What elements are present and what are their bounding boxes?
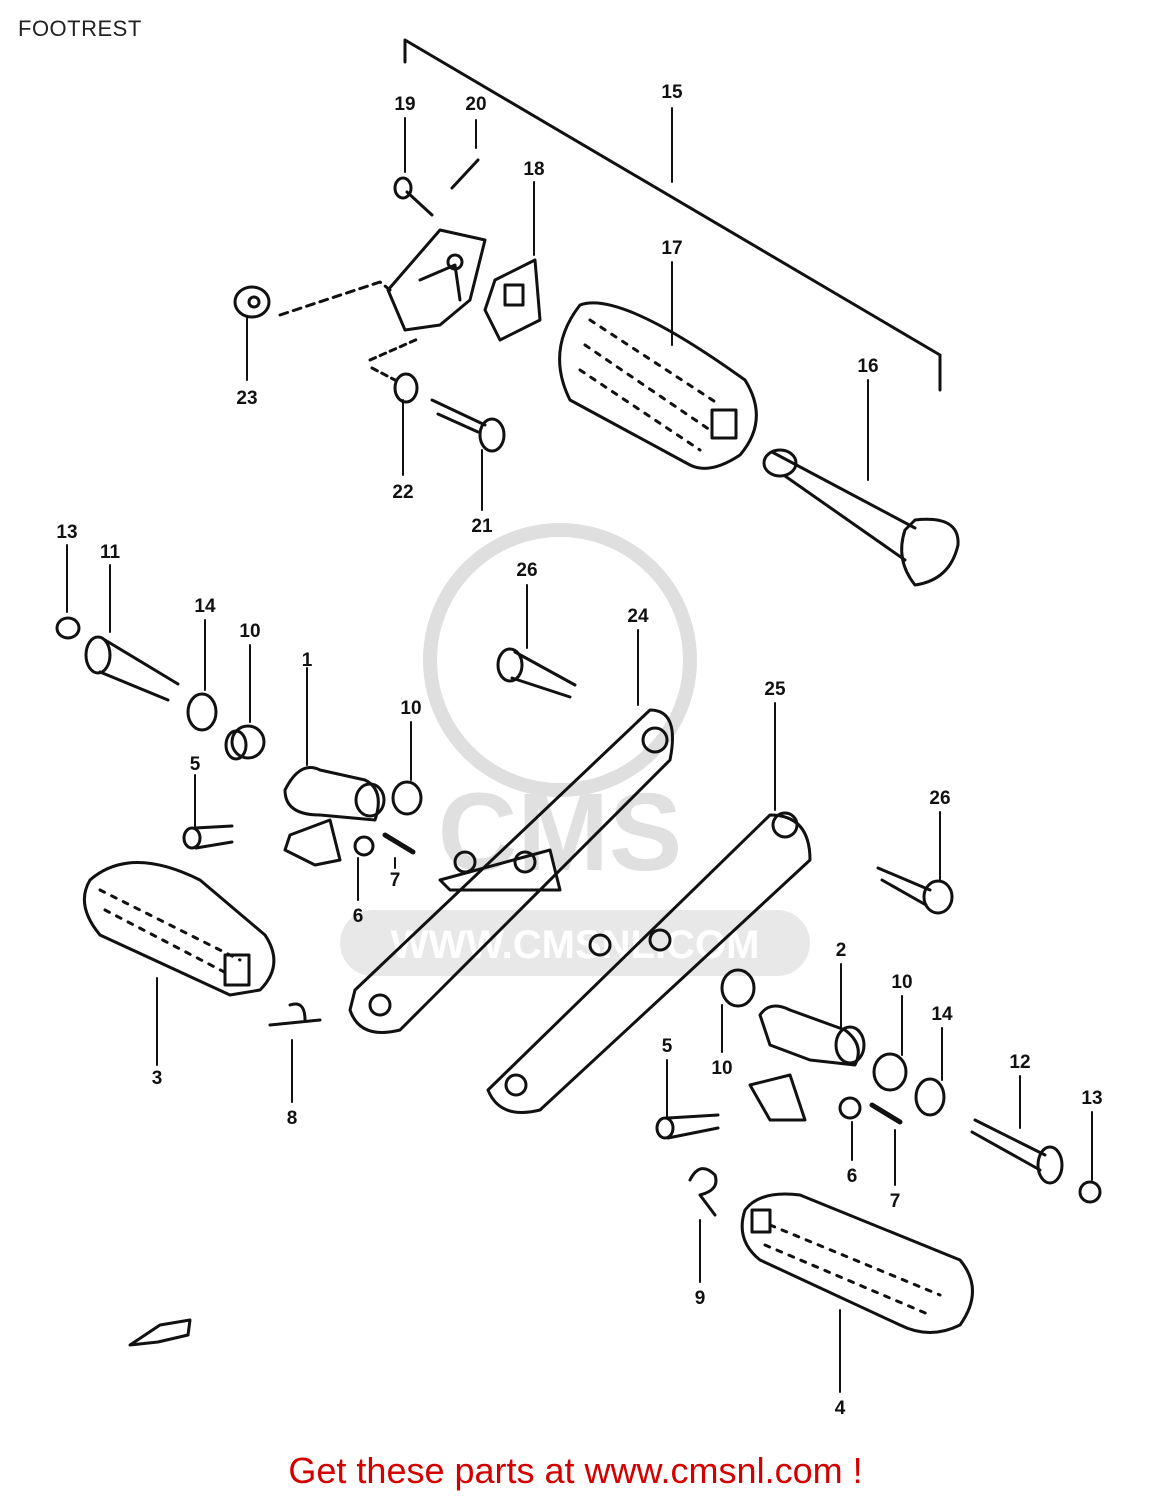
callout-12: 12 [1009, 1052, 1030, 1073]
washer-14-right [914, 1077, 946, 1117]
bush-10-right-b [872, 1052, 908, 1092]
footrest-holder-2 [748, 1004, 866, 1122]
bush-10-mid [391, 780, 423, 816]
spring-7-right [869, 1102, 903, 1125]
callout-8: 8 [287, 1108, 298, 1129]
callout-labels: 19 20 15 18 17 16 23 22 21 13 11 26 14 2… [56, 82, 1102, 1419]
callout-24: 24 [627, 606, 649, 627]
pin-20 [450, 158, 480, 190]
washer-14-left [186, 692, 218, 732]
footrest-rubber-17 [558, 301, 758, 470]
callout-2: 2 [836, 940, 847, 961]
callout-18: 18 [523, 159, 544, 180]
washer-23 [233, 280, 392, 319]
watermark-url: WWW.CMSNL.COM [391, 923, 760, 967]
bush-10-right-a [720, 968, 756, 1008]
callout-19: 19 [394, 94, 415, 115]
callout-10-right-a: 10 [711, 1058, 732, 1079]
callout-13-left: 13 [56, 522, 77, 543]
leader-lines [66, 107, 1093, 1393]
footrest-plate-25 [486, 811, 812, 1114]
callout-15: 15 [661, 82, 683, 103]
parts-diagram: CMS WWW.CMSNL.COM [55, 38, 1103, 1419]
callout-20: 20 [465, 94, 486, 115]
clip-9 [688, 1167, 718, 1217]
spacer-plate-18 [483, 258, 542, 342]
callout-10-left: 10 [239, 621, 260, 642]
bolt-19 [393, 176, 434, 217]
callout-11: 11 [100, 542, 121, 563]
nut-13-right [1078, 1180, 1102, 1204]
callout-26-upper: 26 [516, 560, 537, 581]
footrest-rubber-4 [740, 1192, 974, 1334]
callout-14-right: 14 [931, 1004, 953, 1025]
bolt-12 [970, 1118, 1064, 1185]
footrest-rubber-3 [82, 861, 276, 997]
footer-link[interactable]: Get these parts at www.cmsnl.com ! [288, 1450, 863, 1491]
callout-10-mid: 10 [400, 698, 421, 719]
callout-25: 25 [764, 679, 786, 700]
footrest-plate-24 [348, 708, 674, 1034]
callout-14-left: 14 [194, 596, 216, 617]
footrest-shaft-16 [762, 448, 960, 587]
footrest-holder-1 [283, 766, 386, 867]
callout-6-left: 6 [353, 906, 364, 927]
callout-4: 4 [835, 1398, 846, 1419]
callout-10-right-b: 10 [891, 972, 912, 993]
callout-6-right: 6 [847, 1166, 858, 1187]
clip-8 [268, 1002, 322, 1027]
washer-22 [368, 336, 422, 404]
callout-26-right: 26 [929, 788, 950, 809]
assembly-bracket-15 [403, 38, 942, 392]
callout-13-right: 13 [1081, 1088, 1102, 1109]
page-title: FOOTREST [18, 16, 142, 41]
bolt-11 [84, 635, 180, 702]
callout-21: 21 [471, 516, 493, 537]
front-arrow-icon [128, 1318, 192, 1347]
bolt-26-upper [496, 647, 577, 699]
callout-22: 22 [392, 482, 413, 503]
pin-5-right [655, 1113, 720, 1140]
bush-10-left [224, 724, 266, 761]
washer-6-right [838, 1096, 862, 1120]
bolt-26-right [876, 866, 954, 915]
pin-5-left [182, 824, 234, 850]
callout-5-left: 5 [190, 754, 201, 775]
callout-9: 9 [695, 1288, 706, 1309]
callout-7-right: 7 [890, 1191, 901, 1212]
callout-17: 17 [661, 238, 682, 259]
upper-mount-bracket [386, 228, 487, 332]
callout-7-left: 7 [390, 870, 401, 891]
callout-1: 1 [302, 650, 313, 671]
nut-13-left [55, 616, 81, 640]
callout-16: 16 [857, 356, 878, 377]
bolt-21 [430, 398, 506, 453]
callout-3: 3 [152, 1068, 163, 1089]
callout-5-right: 5 [662, 1036, 673, 1057]
callout-23: 23 [236, 388, 257, 409]
washer-6-left [353, 835, 375, 857]
spring-7-left [382, 832, 416, 855]
